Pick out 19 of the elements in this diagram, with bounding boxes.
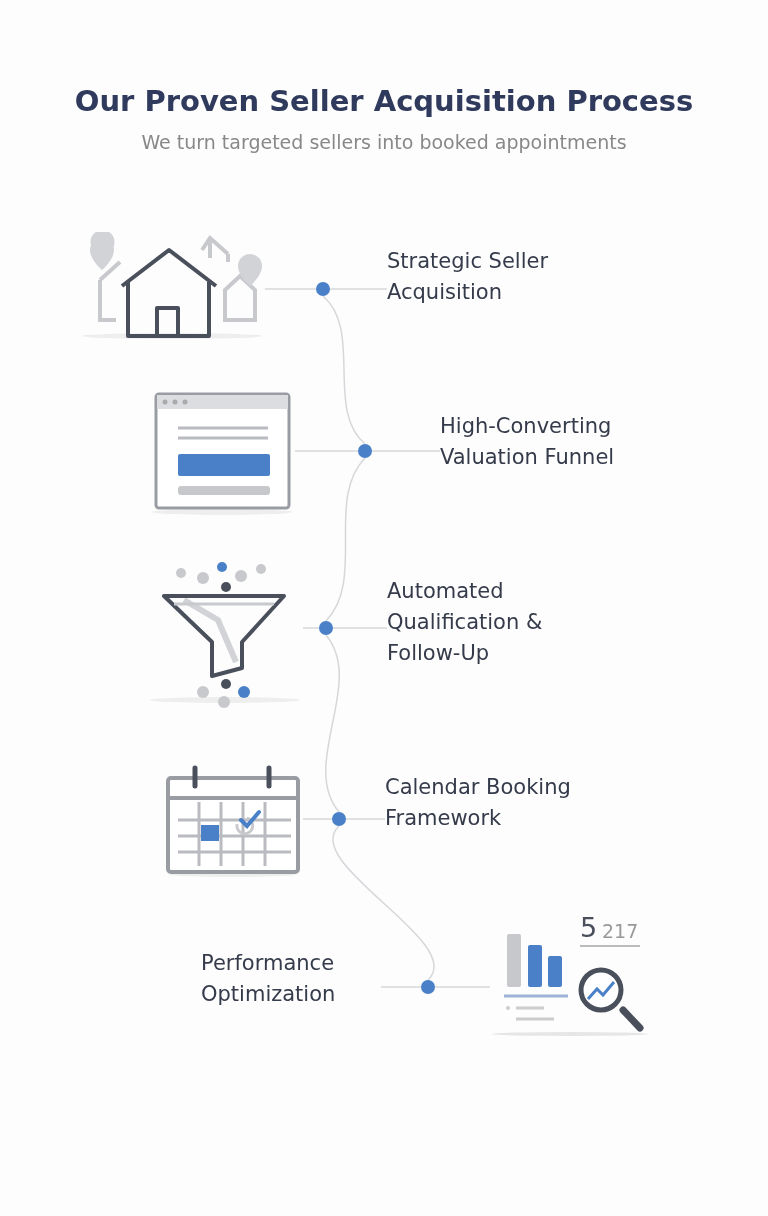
- step-label: High-Converting Valuation Funnel: [440, 411, 670, 475]
- chart-number: 217: [602, 920, 639, 942]
- step-label: Calendar Booking Framework: [385, 772, 625, 836]
- connector-line: [332, 825, 435, 981]
- chart-number: 5: [580, 912, 598, 943]
- step-label: Automated Qualification & Follow-Up: [387, 576, 587, 672]
- connector-line: [325, 457, 366, 622]
- subtitle: We turn targeted sellers into booked appointments: [140, 131, 628, 153]
- step-label: Performance Optimization: [201, 948, 381, 1012]
- connector-line: [324, 634, 341, 813]
- timeline-dot: [319, 621, 333, 635]
- timeline-dot: [358, 444, 372, 458]
- timeline-dot: [316, 282, 330, 296]
- timeline-dot: [332, 812, 346, 826]
- connector-line: [322, 295, 366, 445]
- step-label: Strategic Seller Acquisition: [387, 246, 617, 310]
- timeline-dot: [421, 980, 435, 994]
- title: Our Proven Seller Acquisition Process: [73, 84, 695, 118]
- house-icon: [80, 232, 265, 340]
